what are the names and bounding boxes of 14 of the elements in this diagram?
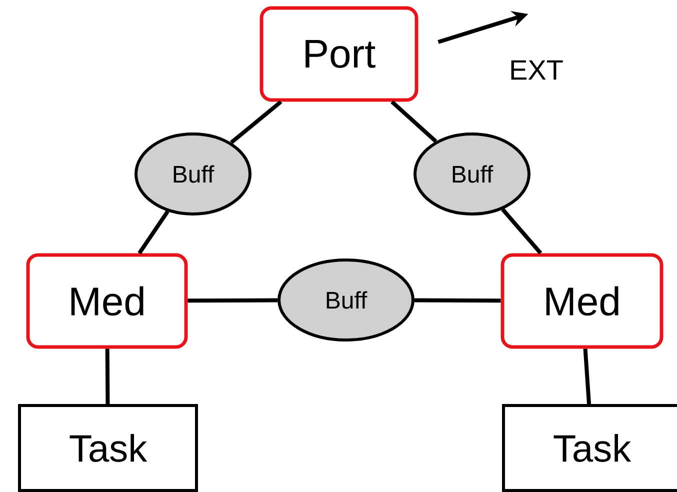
task-box: Task bbox=[502, 404, 677, 492]
connector bbox=[414, 298, 501, 303]
connector bbox=[390, 100, 438, 143]
connector bbox=[138, 210, 170, 254]
mediator-box: Med bbox=[500, 253, 664, 349]
connector bbox=[105, 348, 110, 404]
edge-label: EXT bbox=[511, 60, 563, 80]
task-box: Task bbox=[18, 404, 198, 492]
port-box: Port bbox=[260, 6, 418, 102]
connector bbox=[583, 348, 592, 404]
connector bbox=[188, 298, 278, 303]
mediator-box: Med bbox=[26, 253, 188, 349]
connector bbox=[501, 208, 542, 255]
connector bbox=[230, 100, 282, 144]
